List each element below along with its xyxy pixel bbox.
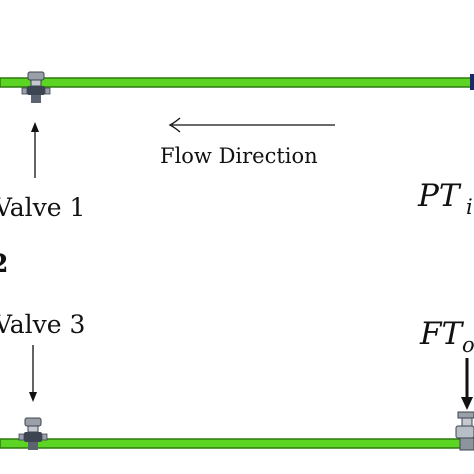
- flow-direction-arrow: [168, 117, 335, 133]
- bottom-pipe: [0, 438, 474, 449]
- pt-main-text: PT: [417, 178, 462, 214]
- top-pipe: [0, 74, 474, 90]
- valve-3-icon: [18, 417, 48, 450]
- pt-subscript: i: [466, 195, 473, 219]
- flow-transmitter-arrow: [461, 358, 473, 410]
- left-edge-label: 2: [0, 249, 8, 278]
- valve-1-arrow: [31, 122, 39, 178]
- flow-transmitter-label: FT o: [419, 316, 474, 357]
- valve-1-label: Valve 1: [0, 193, 85, 222]
- valve-3-label: Valve 3: [0, 310, 85, 339]
- ft-main-text: FT: [419, 316, 465, 352]
- ft-subscript: o: [462, 333, 474, 357]
- flow-transmitter-icon: [455, 411, 474, 451]
- flow-direction-label: Flow Direction: [160, 144, 318, 168]
- valve-1-icon: [21, 71, 51, 103]
- pressure-transmitter-label: PT i: [417, 178, 473, 219]
- valve-3-arrow: [29, 345, 37, 402]
